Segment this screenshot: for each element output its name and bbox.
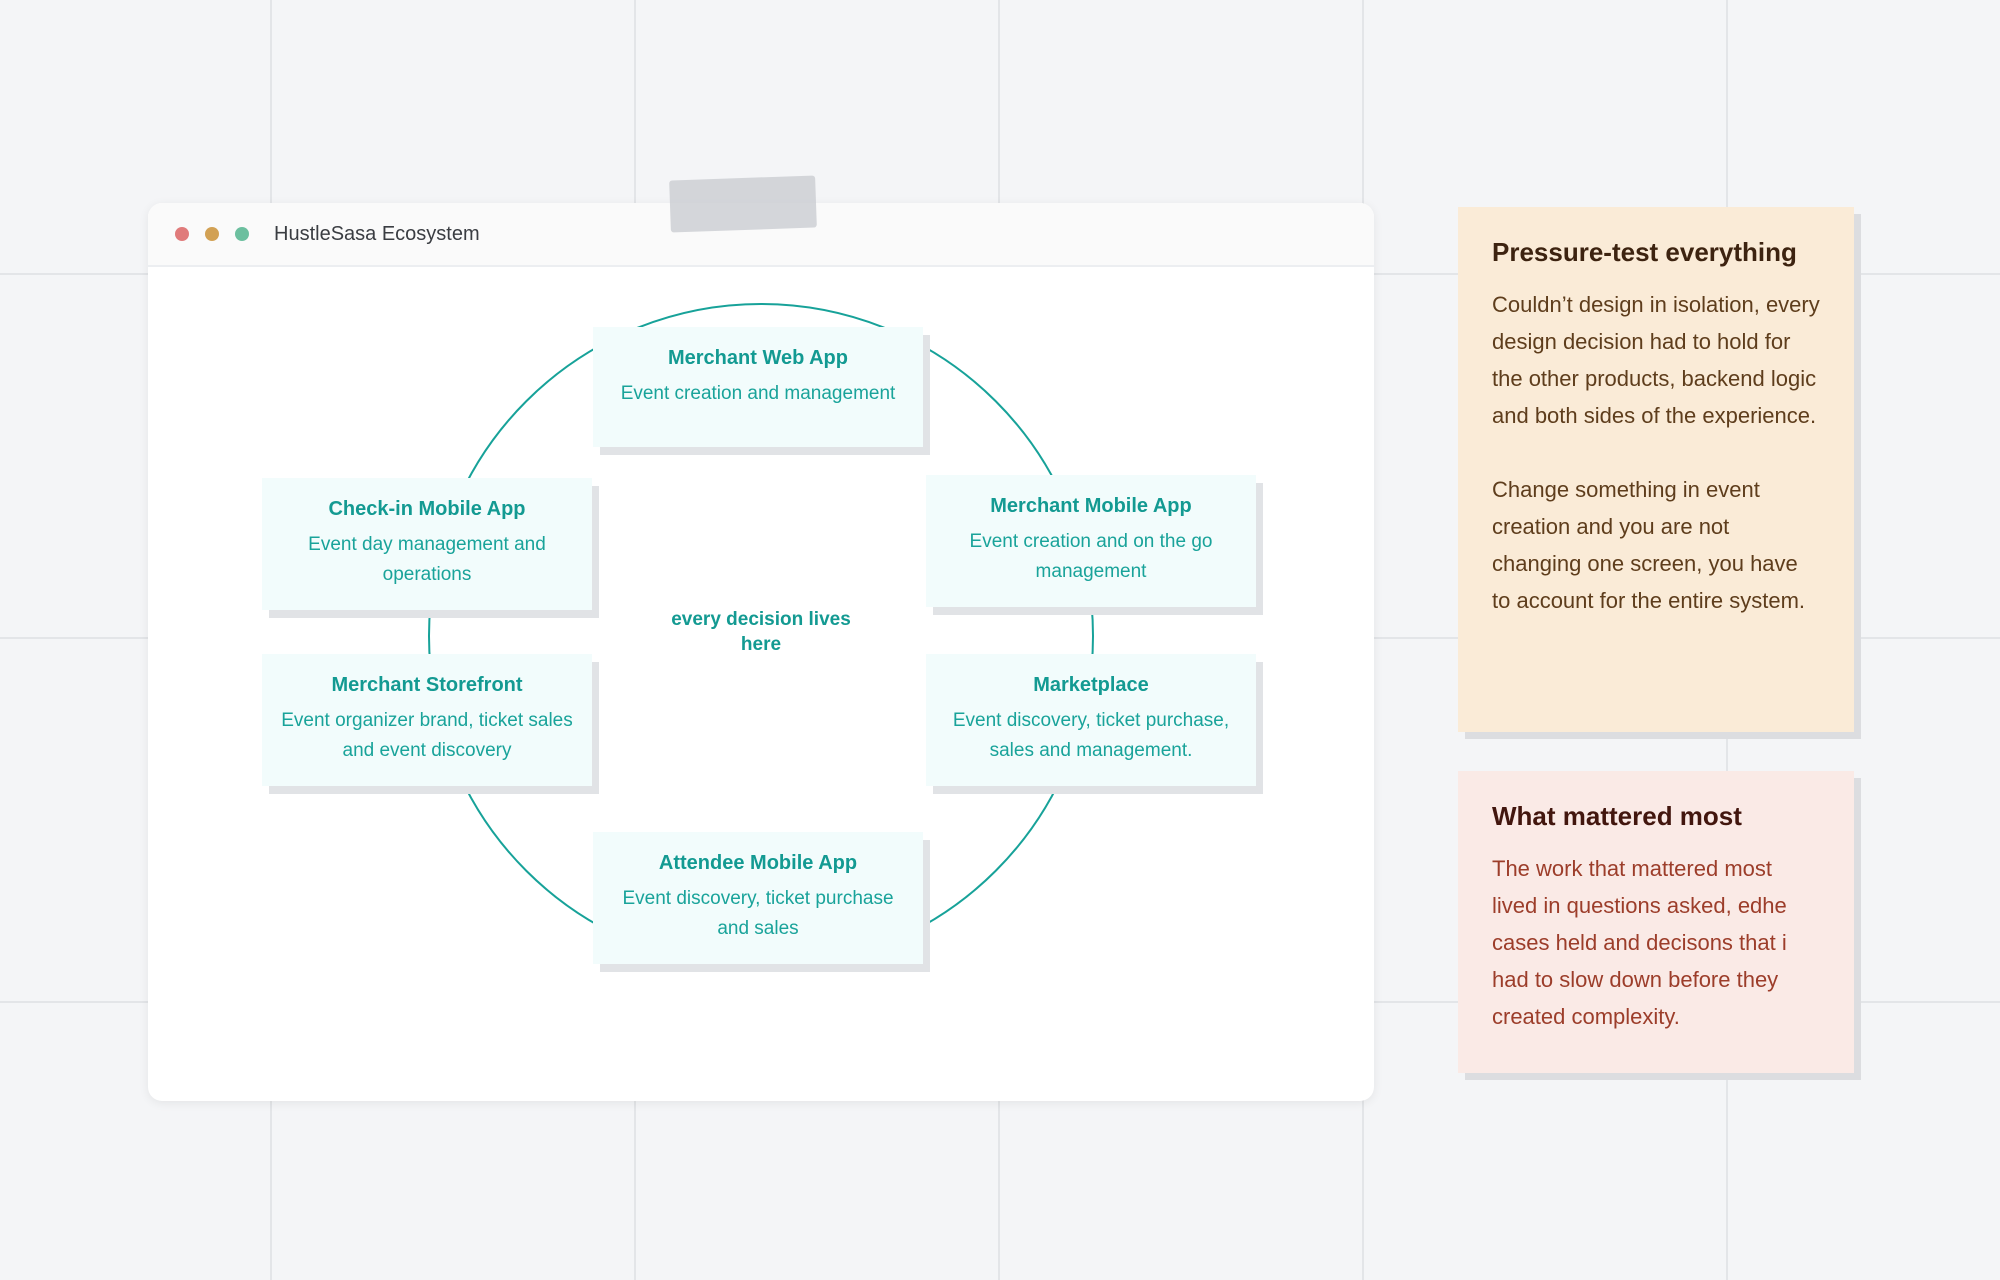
tape-decoration bbox=[669, 175, 817, 233]
node-description: Event discovery, ticket purchase, sales … bbox=[952, 710, 1230, 761]
note-what-mattered: What mattered most The work that mattere… bbox=[1458, 771, 1854, 1073]
node-title: Check-in Mobile App bbox=[328, 498, 526, 520]
node-description: Event organizer brand, ticket sales and … bbox=[281, 710, 573, 761]
note-heading: What mattered most bbox=[1492, 801, 1742, 831]
node-title: Merchant Web App bbox=[667, 347, 848, 369]
node-check-in-mobile-app: Check-in Mobile App Event day management… bbox=[262, 478, 592, 610]
node-description: Event creation and management bbox=[620, 383, 896, 404]
window-title: HustleSasa Ecosystem bbox=[274, 223, 480, 245]
note-body: The work that mattered most lived in que… bbox=[1492, 850, 1820, 1035]
minimize-window-button[interactable] bbox=[205, 227, 219, 241]
node-description: Event day management and operations bbox=[308, 534, 546, 585]
node-description: Event creation and on the go management bbox=[969, 531, 1213, 582]
node-marketplace: Marketplace Event discovery, ticket purc… bbox=[926, 654, 1256, 786]
note-body: Couldn’t design in isolation, every desi… bbox=[1492, 286, 1820, 619]
note-heading: Pressure-test everything bbox=[1492, 237, 1797, 267]
node-merchant-web-app: Merchant Web App Event creation and mana… bbox=[593, 327, 923, 447]
note-pressure-test: Pressure-test everything Couldn’t design… bbox=[1458, 207, 1854, 732]
node-title: Marketplace bbox=[1033, 674, 1149, 696]
node-merchant-mobile-app: Merchant Mobile App Event creation and o… bbox=[926, 475, 1256, 607]
node-merchant-storefront: Merchant Storefront Event organizer bran… bbox=[262, 654, 592, 786]
note-paragraph: Change something in event creation and y… bbox=[1492, 477, 1806, 613]
node-title: Attendee Mobile App bbox=[658, 852, 858, 874]
maximize-window-button[interactable] bbox=[235, 227, 249, 241]
note-paragraph: Couldn’t design in isolation, every desi… bbox=[1492, 292, 1820, 428]
node-attendee-mobile-app: Attendee Mobile App Event discovery, tic… bbox=[593, 832, 923, 964]
close-window-button[interactable] bbox=[175, 227, 189, 241]
node-description: Event discovery, ticket purchase and sal… bbox=[622, 888, 894, 939]
note-paragraph: The work that mattered most lived in que… bbox=[1492, 856, 1787, 1029]
node-title: Merchant Storefront bbox=[331, 674, 523, 696]
center-label: every decision lives here bbox=[671, 609, 851, 655]
node-title: Merchant Mobile App bbox=[990, 495, 1192, 517]
